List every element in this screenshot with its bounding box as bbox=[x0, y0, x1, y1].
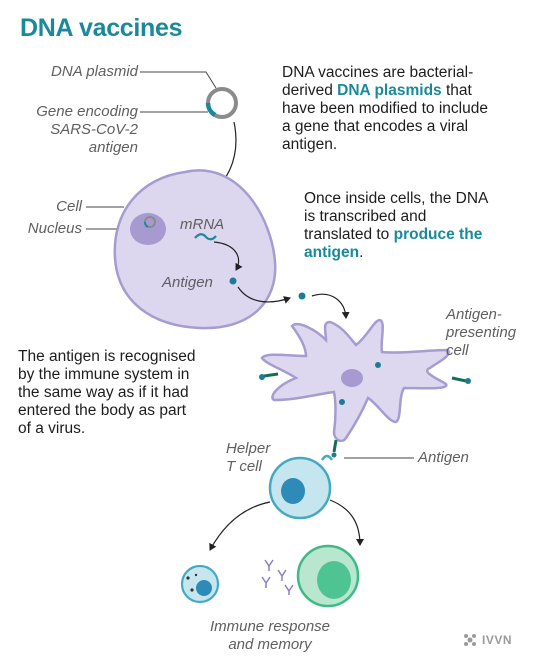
page-title: DNA vaccines bbox=[20, 14, 183, 42]
label-gene-line3: antigen bbox=[88, 139, 138, 156]
intro-line2-pre: derived bbox=[282, 82, 338, 99]
inside-line4: antigen. bbox=[304, 244, 534, 262]
immune-text-line1: The antigen is recognised bbox=[18, 348, 196, 365]
arrow-to-small-cell bbox=[209, 501, 271, 551]
ivvn-logo: IVVN bbox=[482, 633, 513, 647]
label-apc: Antigen- presenting cell bbox=[446, 306, 516, 360]
immune-text-line3: the same way as if it had bbox=[18, 384, 189, 401]
arrow-mrna-to-antigen bbox=[213, 241, 243, 271]
label-mrna: mRNA bbox=[180, 216, 225, 233]
intro-line3: have been modified to include bbox=[282, 100, 488, 117]
inside-line1: Once inside cells, the DNA bbox=[304, 190, 489, 207]
label-apc-line1: Antigen- bbox=[446, 306, 502, 323]
label-immune-line1: Immune response bbox=[209, 618, 331, 635]
intro-line2: derived DNA plasmids that bbox=[282, 82, 532, 100]
leader-lines bbox=[86, 71, 414, 459]
inside-line2: is transcribed and bbox=[304, 208, 427, 225]
label-nucleus: Nucleus bbox=[27, 220, 82, 237]
label-helper-line1: Helper bbox=[226, 440, 271, 457]
label-gene-line1: Gene encoding bbox=[36, 103, 138, 120]
label-immune-response: Immune response and memory bbox=[205, 618, 335, 654]
inside-highlight-antigen: antigen bbox=[304, 244, 360, 261]
label-helper-line2: T cell bbox=[226, 458, 262, 475]
mrna-strand bbox=[194, 233, 217, 241]
inside-line3-pre: translated to bbox=[304, 226, 394, 243]
immune-system-text: The antigen is recognised by the immune … bbox=[18, 348, 248, 438]
intro-line2-post: that bbox=[441, 82, 472, 99]
inside-cells-text: Once inside cells, the DNA is transcribe… bbox=[304, 190, 534, 262]
tcell-receptor bbox=[320, 454, 334, 461]
label-immune-line2: and memory bbox=[228, 636, 312, 653]
label-gene-encoding: Gene encoding SARS-CoV-2 antigen bbox=[20, 103, 138, 157]
immune-text-line4: entered the body as part bbox=[18, 402, 187, 419]
antigen-dot-in-cell bbox=[229, 277, 237, 285]
label-cell: Cell bbox=[56, 198, 82, 215]
immune-text-line2: by the immune system in bbox=[18, 366, 190, 383]
intro-line4: a gene that encodes a viral bbox=[282, 118, 469, 135]
label-apc-line3: cell bbox=[446, 342, 469, 359]
arrow-to-memory-cell bbox=[329, 499, 364, 546]
arrow-antigen-out bbox=[237, 286, 291, 304]
label-antigen-cell: Antigen bbox=[162, 274, 213, 291]
arrow-to-apc bbox=[311, 293, 350, 319]
label-helper-t-cell: Helper T cell bbox=[226, 440, 270, 476]
intro-highlight-dna-plasmids: DNA plasmids bbox=[337, 82, 442, 99]
inside-line4-post: . bbox=[359, 244, 364, 261]
ivvn-logo-icon bbox=[464, 634, 476, 646]
presented-antigens bbox=[259, 372, 471, 453]
label-gene-line2: SARS-CoV-2 bbox=[50, 121, 138, 138]
helper-t-nucleus bbox=[281, 478, 305, 504]
nucleus bbox=[130, 213, 166, 245]
dna-plasmid-icon bbox=[205, 87, 238, 119]
label-antigen-apc: Antigen bbox=[418, 449, 469, 466]
label-dna-plasmid: DNA plasmid bbox=[51, 63, 138, 80]
apc-nucleus bbox=[341, 369, 363, 387]
intro-text: DNA vaccines are bacterial- derived DNA … bbox=[282, 64, 532, 154]
inside-line3: translated to produce the bbox=[304, 226, 534, 244]
antigen-dot-outside bbox=[298, 292, 306, 300]
immune-text-line5: of a virus. bbox=[18, 420, 86, 437]
inside-highlight-produce: produce the bbox=[393, 226, 483, 243]
intro-line5: antigen. bbox=[282, 136, 338, 153]
antibody-icons bbox=[261, 559, 294, 595]
intro-line1: DNA vaccines are bacterial- bbox=[282, 64, 474, 81]
label-apc-line2: presenting bbox=[446, 324, 517, 341]
cell-body bbox=[113, 169, 277, 330]
